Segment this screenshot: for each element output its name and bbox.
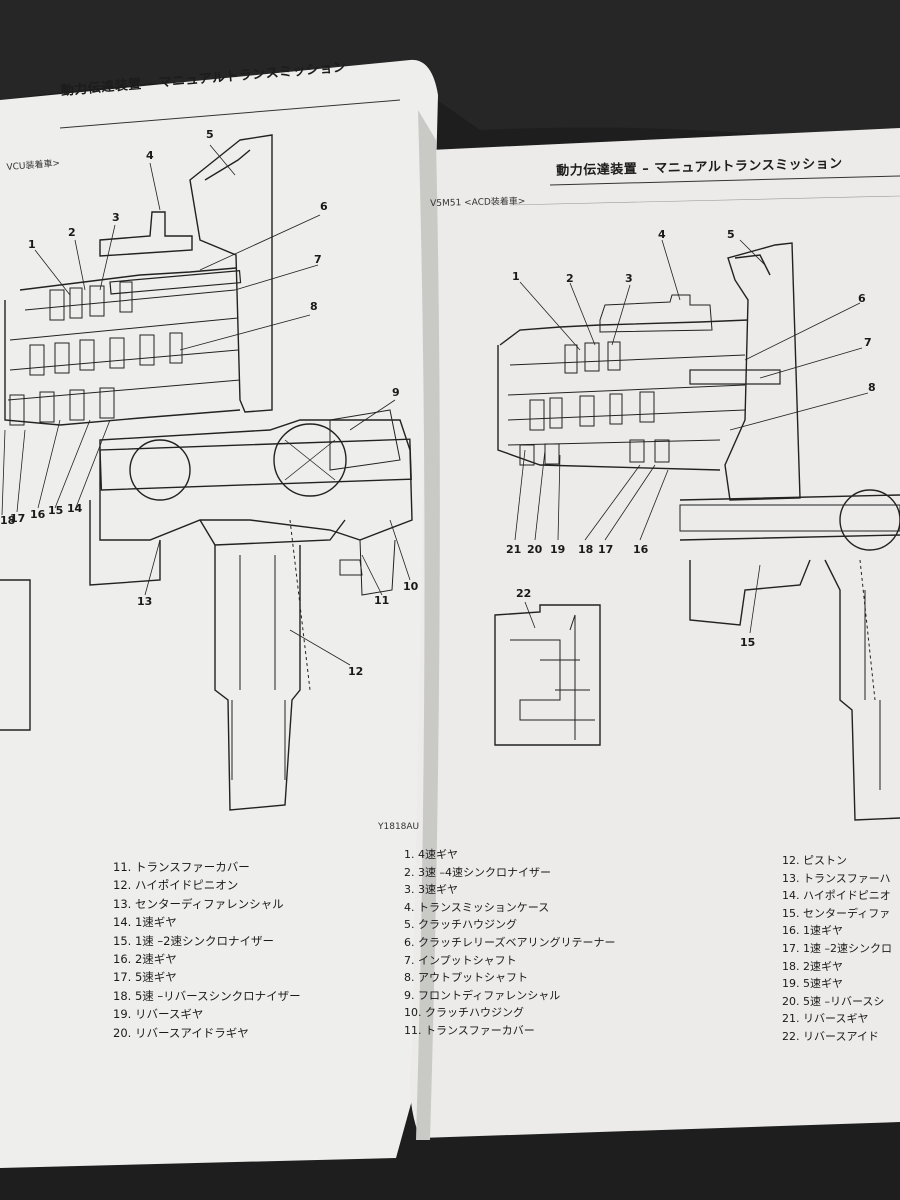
callout-number: 4 — [658, 228, 666, 241]
callout-number: 10 — [403, 580, 419, 593]
legend-item: 16. 2速ギヤ — [113, 952, 177, 967]
callout-number: 14 — [67, 502, 83, 515]
legend-item: 1. 4速ギヤ — [404, 848, 458, 861]
legend-item: 21. リバースギヤ — [782, 1012, 869, 1026]
right-legend-col2: 12. ピストン 13. トランスファーハ 14. ハイポイドピニオ 15. セ… — [782, 852, 900, 1046]
callout-number: 22 — [516, 587, 532, 600]
right-transmission-diagram — [494, 242, 900, 821]
legend-item: 18. 5速 –リバースシンクロナイザー — [113, 988, 301, 1003]
callout-number: 7 — [314, 253, 322, 266]
legend-item: 13. センターディファレンシャル — [113, 896, 284, 911]
legend-item: 17. 5速ギヤ — [113, 970, 177, 985]
callout-number: 18 — [0, 514, 16, 527]
right-page-subtitle: V5M51 <ACD装着車> — [430, 196, 526, 209]
legend-item: 19. 5速ギヤ — [782, 977, 843, 991]
legend-item: 11. トランスファーカバー — [113, 860, 250, 874]
left-transmission-diagram — [0, 134, 413, 811]
legend-item: 18. 2速ギヤ — [782, 959, 843, 973]
callout-number: 21 — [506, 543, 522, 556]
legend-item: 15. センターディファ — [782, 906, 891, 920]
legend-item: 17. 1速 –2速シンクロ — [782, 941, 892, 955]
callout-number: 12 — [348, 665, 364, 678]
legend-item: 5. クラッチハウジング — [404, 918, 517, 932]
callout-number: 17 — [10, 512, 26, 525]
callout-number: 15 — [740, 636, 756, 649]
callout-number: 1 — [512, 270, 520, 283]
right-legend-col1: 1. 4速ギヤ 2. 3速 –4速シンクロナイザー 3. 3速ギヤ 4. トラン… — [404, 846, 615, 1040]
legend-item: 12. ピストン — [782, 854, 847, 867]
callout-number: 5 — [727, 228, 735, 241]
callout-number: 6 — [858, 292, 866, 305]
callout-number: 15 — [48, 504, 64, 517]
callout-number: 2 — [68, 226, 76, 239]
callout-number: 19 — [550, 543, 566, 556]
legend-item: 2. 3速 –4速シンクロナイザー — [404, 865, 551, 879]
callout-number: 13 — [137, 595, 153, 608]
callout-number: 8 — [310, 300, 318, 313]
callout-number: 9 — [392, 386, 400, 399]
callout-number: 1 — [28, 238, 36, 251]
legend-item: 10. クラッチハウジング — [404, 1006, 524, 1020]
legend-item: 16. 1速ギヤ — [782, 924, 843, 938]
legend-item: 20. リバースアイドラギヤ — [113, 1025, 249, 1040]
legend-item: 14. ハイポイドピニオ — [782, 889, 891, 903]
legend-item: 6. クラッチレリーズベアリングリテーナー — [404, 935, 616, 949]
legend-item: 11. トランスファーカバー — [404, 1023, 535, 1037]
legend-item: 12. ハイポイドピニオン — [113, 878, 239, 893]
left-legend: 11. トランスファーカバー 12. ハイポイドピニオン 13. センターディフ… — [113, 858, 301, 1042]
legend-item: 7. インプットシャフト — [404, 953, 517, 967]
callout-number: 20 — [527, 543, 543, 556]
legend-item: 13. トランスファーハ — [782, 871, 891, 885]
callout-number: 16 — [633, 543, 649, 556]
legend-item: 19. リバースギヤ — [113, 1007, 204, 1022]
callout-number: 3 — [112, 211, 120, 224]
legend-item: 9. フロントディファレンシャル — [404, 988, 561, 1002]
legend-item: 3. 3速ギヤ — [404, 883, 458, 897]
callout-number: 4 — [146, 149, 154, 162]
callout-number: 5 — [206, 128, 214, 141]
right-page — [409, 128, 900, 1138]
callout-number: 3 — [625, 272, 633, 285]
callout-number: 17 — [598, 543, 614, 556]
callout-number: 7 — [864, 336, 872, 349]
legend-item: 22. リバースアイド — [782, 1029, 879, 1043]
callout-number: 8 — [868, 381, 876, 394]
callout-number: 2 — [566, 272, 574, 285]
callout-number: 6 — [320, 200, 328, 213]
legend-item: 4. トランスミッションケース — [404, 900, 550, 914]
callout-number: 11 — [374, 594, 390, 607]
callout-number: 18 — [578, 543, 594, 556]
legend-item: 14. 1速ギヤ — [113, 915, 177, 930]
left-page — [0, 59, 438, 1168]
callout-number: 16 — [30, 508, 46, 521]
left-figure-code: Y1818AU — [378, 822, 420, 832]
legend-item: 15. 1速 –2速シンクロナイザー — [113, 933, 274, 948]
legend-item: 8. アウトプットシャフト — [404, 971, 528, 985]
legend-item: 20. 5速 –リバースシ — [782, 994, 885, 1008]
